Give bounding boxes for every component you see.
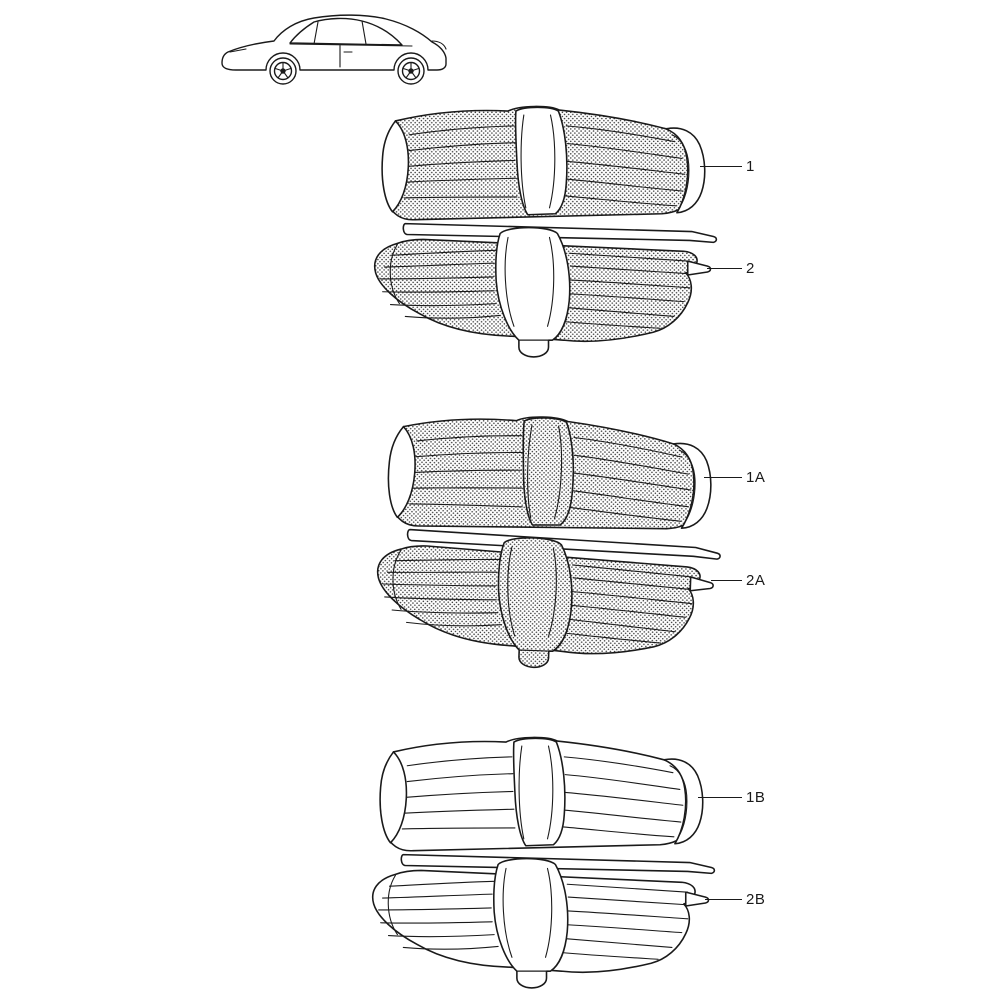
seat-assembly-variant-b bbox=[371, 736, 716, 989]
leader-line bbox=[704, 476, 742, 478]
callout-backrest-standard: 1 bbox=[700, 156, 755, 176]
leader-line bbox=[700, 165, 742, 167]
callout-backrest-variant-b: 1B bbox=[698, 787, 765, 807]
seat-assembly-variant-a bbox=[373, 410, 726, 675]
car-glasshouse bbox=[289, 17, 403, 46]
leader-line bbox=[707, 267, 742, 269]
leader-line bbox=[698, 796, 742, 798]
callout-cushion-standard: 2 bbox=[707, 258, 755, 278]
leader-line bbox=[711, 579, 742, 581]
part-number-label: 1 bbox=[746, 157, 755, 175]
car-detail-lines bbox=[229, 40, 447, 68]
part-number-label: 1B bbox=[746, 788, 766, 806]
part-number-label: 2A bbox=[746, 571, 766, 589]
callout-backrest-variant-a: 1A bbox=[704, 467, 765, 487]
car-rear-wheel bbox=[397, 57, 425, 85]
callout-cushion-variant-a: 2A bbox=[711, 570, 765, 590]
part-number-label: 1A bbox=[746, 468, 766, 486]
part-number-label: 2 bbox=[746, 259, 755, 277]
porsche-944-side-profile-icon bbox=[221, 14, 447, 85]
seat-assembly-standard bbox=[373, 105, 718, 358]
car-pillar-lines bbox=[313, 20, 367, 45]
car-front-wheel bbox=[269, 57, 297, 85]
callout-cushion-variant-b: 2B bbox=[705, 889, 765, 909]
leader-line bbox=[705, 898, 742, 900]
part-number-label: 2B bbox=[746, 890, 766, 908]
